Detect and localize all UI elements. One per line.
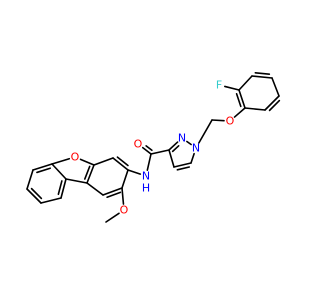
double-bond-inner-line: [30, 187, 43, 200]
double-bond-line: [26, 188, 42, 204]
single-bond-line: [65, 178, 88, 184]
double-bond-inner-line: [171, 145, 180, 153]
double-bond-line: [173, 162, 192, 168]
carbonyl-oxygen-atom: O: [134, 138, 143, 151]
single-bond-line: [121, 187, 125, 205]
double-bond-line: [60, 178, 67, 199]
single-bond-line: [79, 158, 95, 166]
double-bond-inner-line: [268, 99, 281, 112]
double-bond-inner-line: [235, 93, 242, 108]
double-bond-inner-line: [145, 145, 153, 152]
double-bond-line: [251, 75, 273, 79]
single-bond-line: [224, 85, 240, 91]
double-bond-line: [141, 146, 152, 155]
pyrazole-n2-atom: N: [178, 132, 186, 145]
double-bond-line: [168, 141, 179, 151]
single-bond-line: [150, 149, 170, 155]
pyrazole-n1-atom: N: [192, 142, 200, 155]
amide-nitrogen-atom: N: [142, 170, 150, 183]
single-bond-line: [146, 153, 152, 171]
double-bond-inner-line: [176, 166, 191, 171]
single-bond-line: [121, 169, 129, 189]
single-bond-line: [93, 157, 114, 166]
single-bond-line: [233, 107, 246, 118]
single-bond-line: [40, 197, 62, 204]
double-bond-inner-line: [83, 165, 91, 180]
double-bond-inner-line: [57, 180, 63, 196]
methoxy-oxygen-atom: O: [120, 204, 129, 217]
double-bond-line: [112, 157, 129, 171]
single-bond-line: [86, 182, 104, 196]
double-bond-line: [102, 187, 123, 196]
double-bond-line: [238, 89, 246, 109]
double-bond-line: [264, 95, 280, 111]
single-bond-line: [186, 140, 192, 146]
single-bond-line: [198, 119, 213, 144]
single-bond-line: [168, 149, 175, 168]
double-bond-inner-line: [36, 167, 52, 174]
single-bond-line: [238, 75, 253, 91]
fluorine-atom: F: [216, 79, 222, 92]
single-bond-line: [244, 107, 266, 111]
single-bond-line: [26, 169, 34, 190]
amide-hydrogen-atom: H: [142, 182, 150, 195]
double-bond-line: [32, 163, 53, 171]
single-bond-line: [127, 169, 142, 175]
ether-oxygen-atom: O: [226, 115, 235, 128]
single-bond-line: [51, 157, 71, 165]
double-bond-inner-line: [106, 191, 122, 199]
double-bond-inner-line: [254, 72, 271, 76]
double-bond-inner-line: [116, 156, 129, 167]
bond-layer: [26, 72, 281, 223]
single-bond-line: [190, 152, 195, 164]
single-bond-line: [105, 212, 120, 223]
single-bond-line: [51, 163, 67, 180]
single-bond-line: [211, 119, 225, 122]
single-bond-line: [271, 77, 280, 97]
double-bond-line: [86, 164, 95, 184]
furan-oxygen-atom: O: [71, 151, 80, 164]
